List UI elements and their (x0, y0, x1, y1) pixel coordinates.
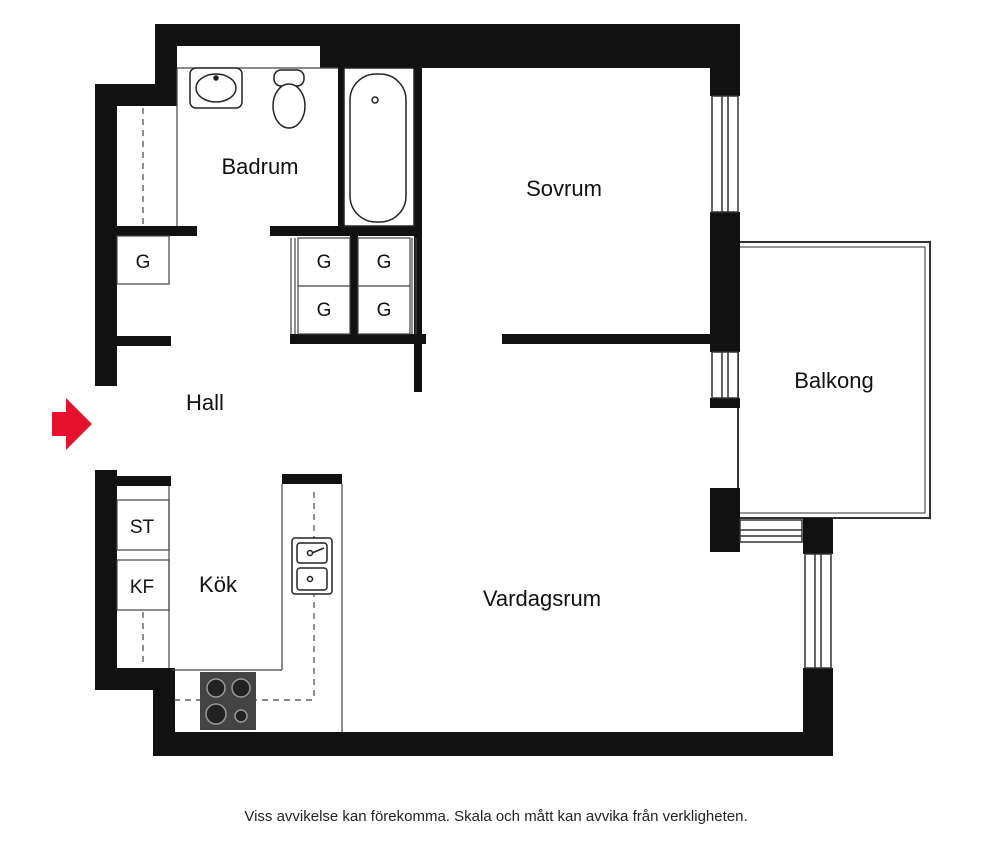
interior-walls (117, 46, 712, 486)
closet-g4 (357, 285, 411, 335)
walls (95, 24, 833, 756)
wall-right-lower (803, 668, 833, 756)
wall-kitchen-top-left (117, 476, 171, 486)
closet-g3 (297, 285, 351, 335)
wall-right-pillar2 (710, 488, 740, 552)
stove-icon (200, 672, 256, 730)
closet-label-st: ST (130, 517, 155, 538)
wall-closet-bottom (290, 334, 426, 344)
wall-closet-divider (350, 236, 358, 336)
wall-bath-tub-divider (338, 68, 344, 226)
wall-left-lower (95, 470, 117, 690)
bathtub-icon (343, 67, 415, 227)
window-balcony-bottom (739, 519, 803, 543)
wall-bath-sovrum (414, 46, 422, 392)
kitchen-sink-icon (291, 537, 333, 595)
wall-hall-upper-left (117, 336, 171, 346)
toilet-icon (272, 69, 306, 129)
window-sovrum (711, 95, 739, 213)
room-label-badrum: Badrum (221, 154, 298, 179)
wall-bottom (153, 732, 833, 756)
wall-kitchen-counter-top (282, 474, 342, 484)
window-vardagsrum-upper (711, 351, 739, 399)
closet-label-kf: KF (130, 577, 154, 598)
entrance-arrow-icon (52, 398, 92, 450)
wall-bath-bottom-left (117, 226, 197, 236)
wall-top-bath (155, 24, 340, 46)
disclaimer-text: Viss avvikelse kan förekomma. Skala och … (244, 808, 748, 825)
closet-g-hall (116, 235, 170, 285)
wall-sovrum-bottom (502, 334, 712, 344)
closet-label-g1: G (317, 252, 332, 273)
balcony-outline (737, 241, 931, 519)
kitchen-counter (172, 484, 343, 732)
closet-label-g3: G (317, 300, 332, 321)
closet-label-g2: G (377, 252, 392, 273)
room-label-vardagsrum: Vardagsrum (483, 586, 601, 611)
sink-icon (189, 67, 243, 109)
closet-label-g-hall: G (136, 252, 151, 273)
wall-top-thick (320, 24, 740, 68)
wall-right-balcony-corner (803, 518, 833, 554)
floor-plan: Badrum Sovrum Hall Kök Vardagsrum Balkon… (52, 24, 931, 756)
room-label-sovrum: Sovrum (526, 176, 602, 201)
wall-right-pillar (710, 398, 740, 408)
hall-wardrobe (116, 68, 178, 285)
room-label-balkong: Balkong (794, 368, 874, 393)
wall-right-mid (710, 212, 740, 352)
closet-label-g4: G (377, 300, 392, 321)
wall-left (95, 84, 117, 386)
wall-right-upper (710, 24, 740, 96)
closet-g2 (357, 237, 411, 287)
wall-bath-bottom-right (270, 226, 418, 236)
closet-block (290, 237, 417, 335)
room-label-kok: Kök (199, 572, 238, 597)
window-vardagsrum-right (804, 553, 832, 669)
room-label-hall: Hall (186, 390, 224, 415)
windows (711, 95, 832, 669)
kitchen-left-cabinets (116, 486, 170, 668)
